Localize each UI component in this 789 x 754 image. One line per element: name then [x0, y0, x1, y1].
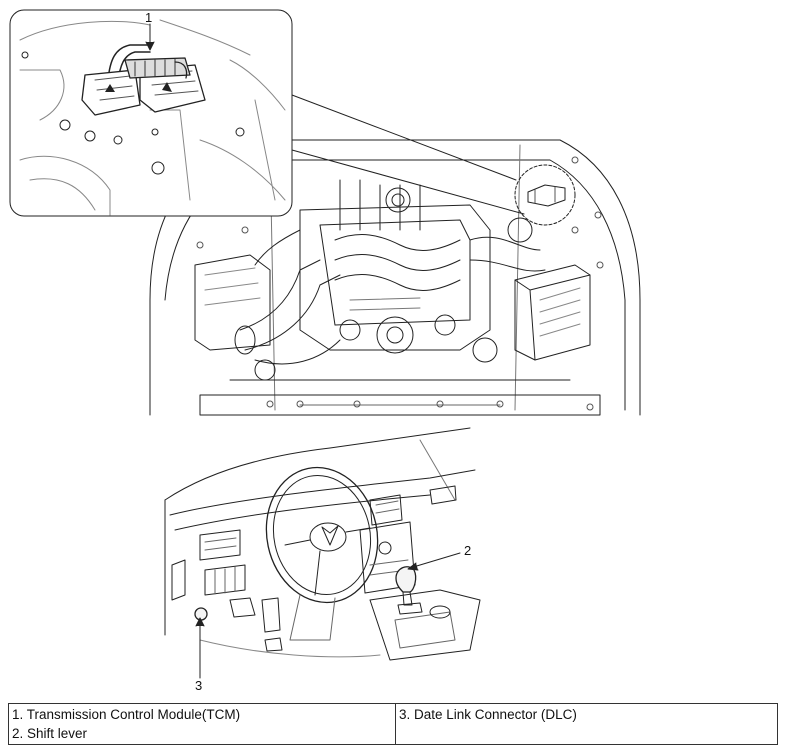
- cockpit-illustration: [164, 427, 481, 679]
- legend-left-column: 1. Transmission Control Module(TCM) 2. S…: [9, 704, 396, 744]
- callout-3: 3: [195, 678, 203, 693]
- engine-bay-illustration: [149, 139, 641, 416]
- callout-2: 2: [464, 543, 472, 558]
- legend-item-tcm: 1. Transmission Control Module(TCM): [12, 707, 241, 722]
- tcm-detail-inset: [9, 9, 525, 217]
- legend-right-column: 3. Date Link Connector (DLC): [396, 704, 777, 744]
- legend-table: 1. Transmission Control Module(TCM) 2. S…: [8, 703, 778, 745]
- component-location-diagram: [9, 9, 641, 679]
- callout-1: 1: [145, 10, 153, 25]
- legend-item-dlc: 3. Date Link Connector (DLC): [399, 707, 577, 722]
- legend-item-shift-lever: 2. Shift lever: [12, 726, 88, 741]
